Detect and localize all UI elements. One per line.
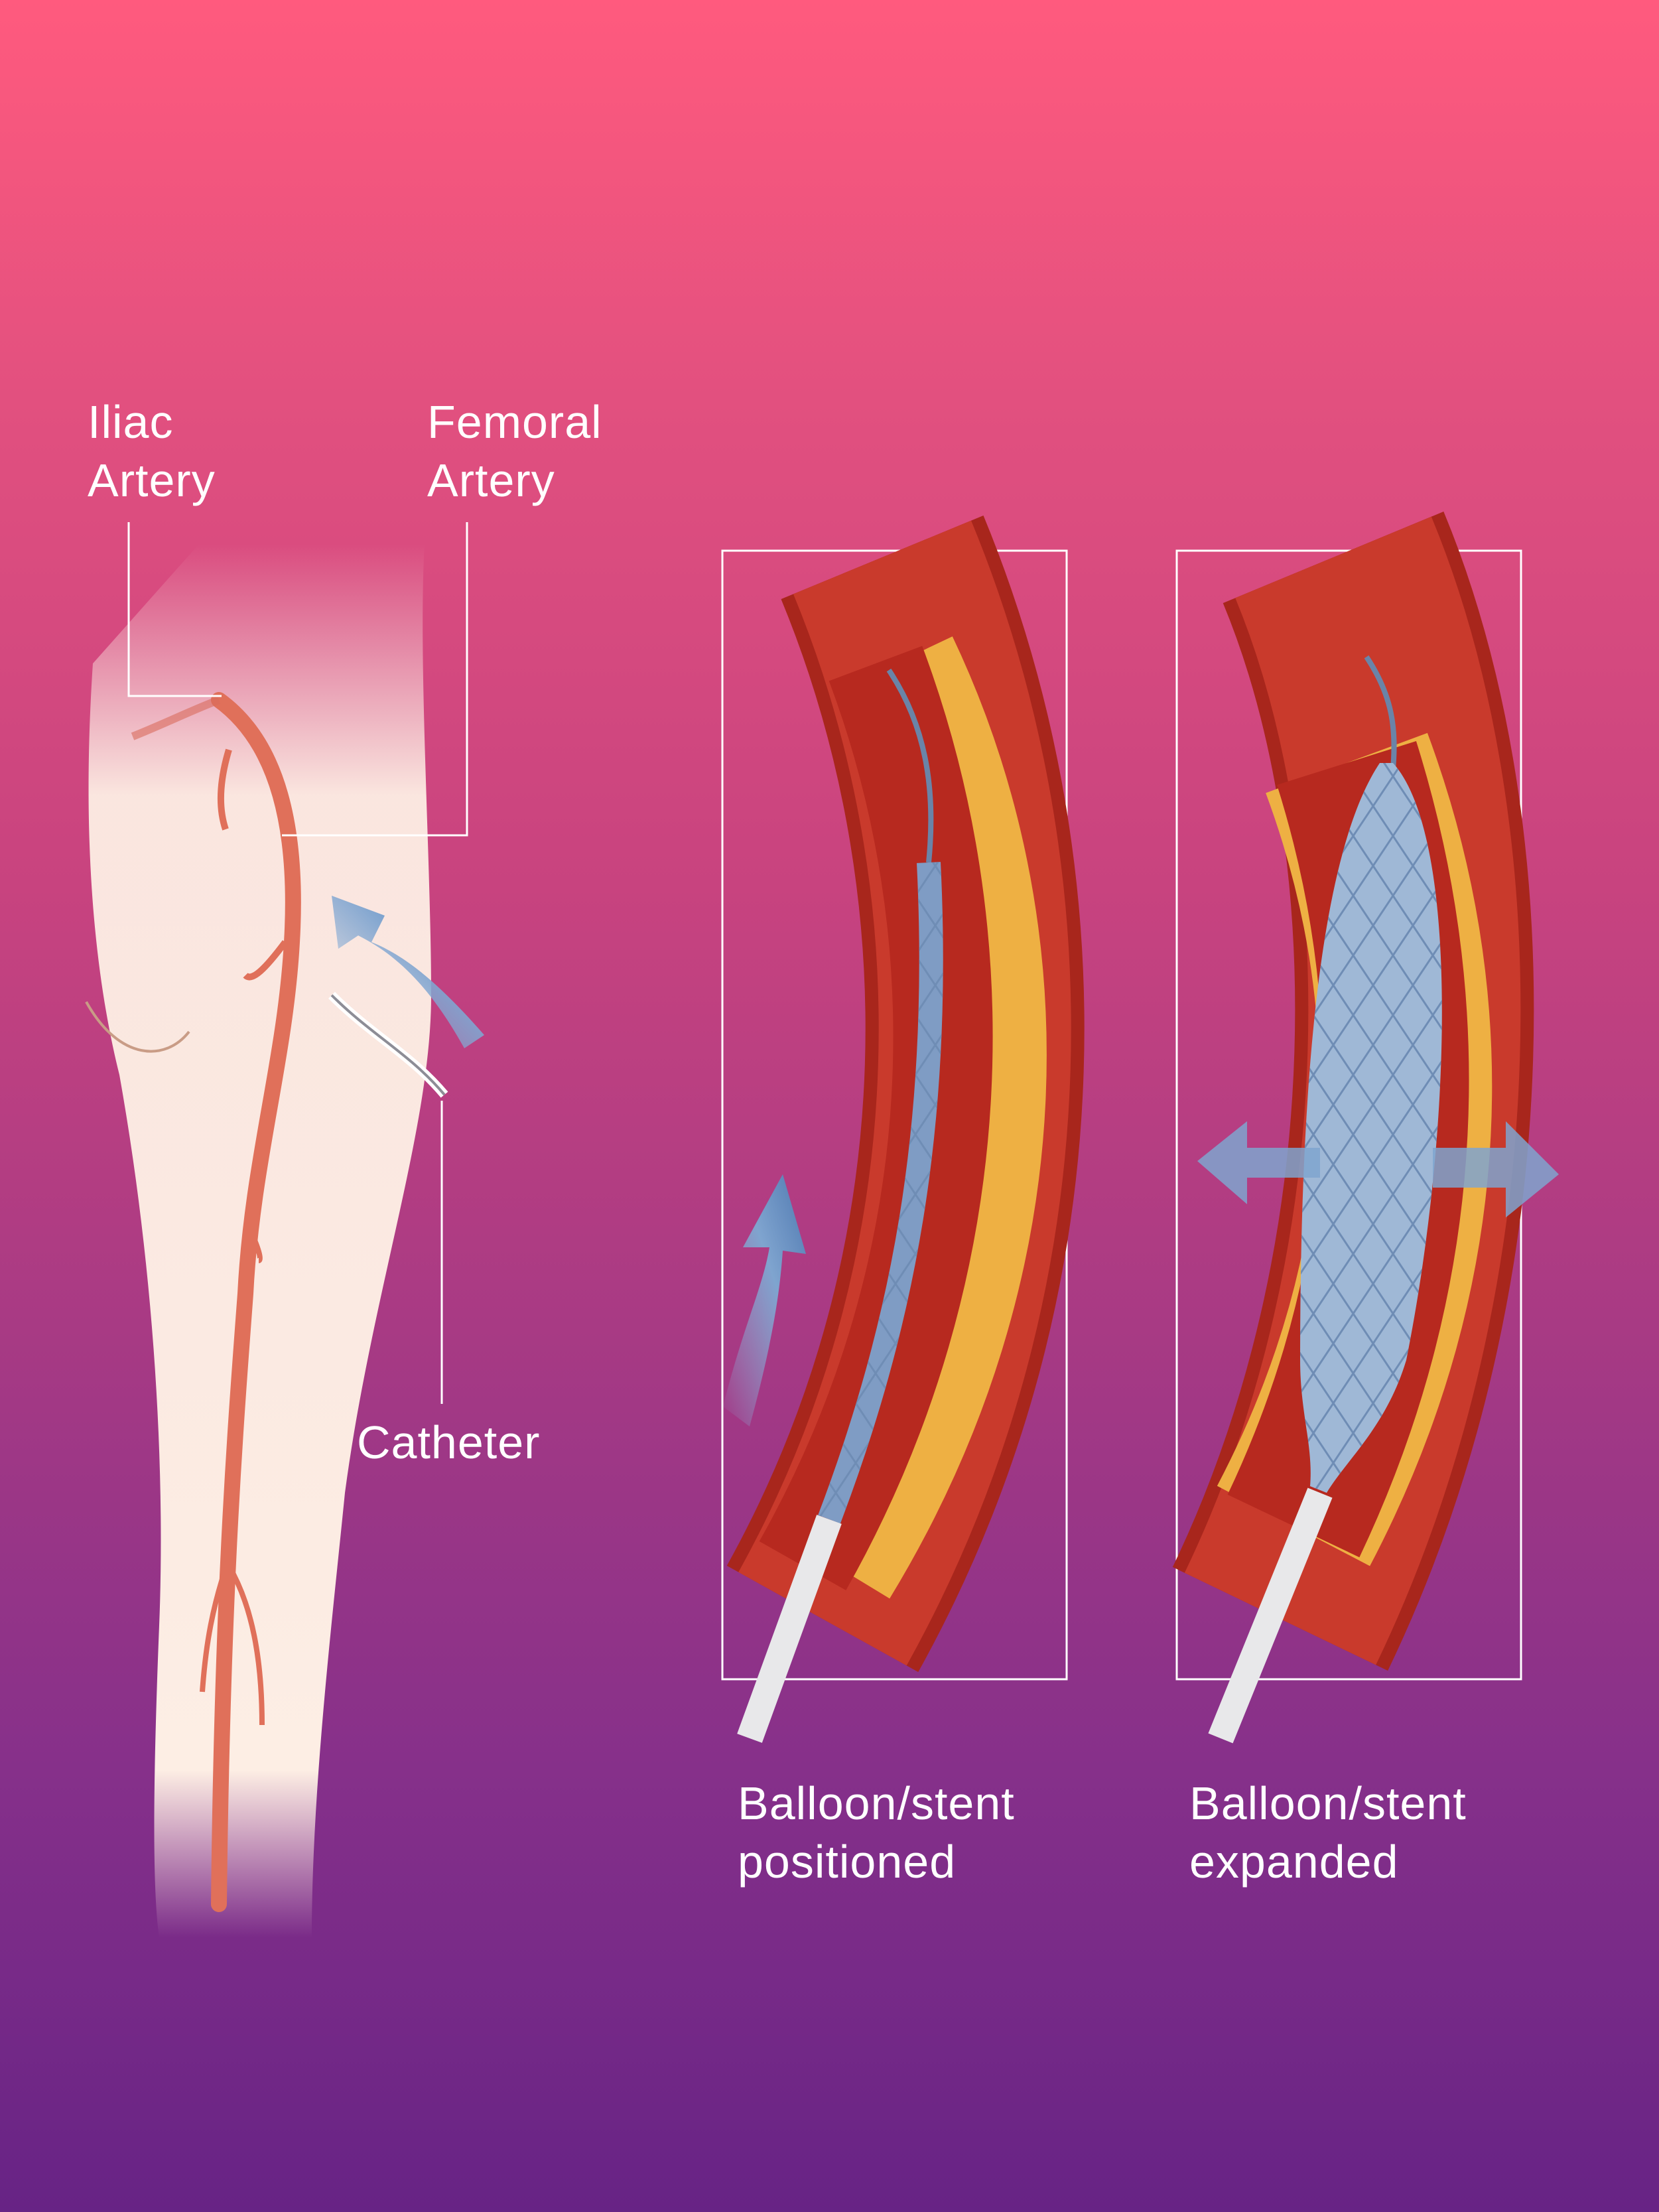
stent-expanded-mesh — [1300, 763, 1442, 1493]
catheter-tube — [1208, 1487, 1333, 1744]
leg-illustration — [85, 522, 484, 1937]
expand-arrow-left-icon — [1197, 1121, 1320, 1204]
caption-line2: expanded — [1189, 1836, 1399, 1888]
caption-line2: positioned — [738, 1836, 957, 1888]
caption-line1: Balloon/stent — [1189, 1777, 1467, 1829]
femoral-label-line2: Artery — [427, 454, 555, 506]
catheter-wire-shade — [330, 994, 446, 1096]
iliac-artery-label: Iliac Artery — [88, 393, 216, 510]
stent-collapsed-mesh — [818, 862, 943, 1524]
guidewire — [1364, 655, 1397, 770]
femoral-label-line1: Femoral — [427, 396, 602, 448]
advance-arrow-icon — [723, 1174, 806, 1426]
expand-arrow-right-icon — [1433, 1121, 1559, 1217]
artery-branch — [243, 939, 288, 981]
caption-expanded: Balloon/stent expanded — [1189, 1774, 1467, 1891]
insertion-arrow-icon — [332, 896, 484, 1048]
catheter-label: Catheter — [357, 1417, 541, 1468]
artery-branch — [246, 1226, 263, 1263]
buttock-crease — [85, 1001, 190, 1053]
artery-branch — [131, 696, 221, 740]
panel-expanded — [1172, 512, 1559, 1744]
femoral-leader-line — [282, 522, 468, 837]
iliac-label-line1: Iliac — [88, 396, 174, 448]
artery — [211, 692, 301, 1912]
catheter-tube — [737, 1515, 842, 1743]
artery-branch — [218, 748, 232, 831]
guidewire — [886, 668, 934, 863]
iliac-label-line2: Artery — [88, 454, 216, 506]
artery-branch — [200, 1558, 265, 1726]
leg-shape — [88, 544, 432, 1937]
caption-positioned: Balloon/stent positioned — [738, 1774, 1015, 1891]
femoral-artery-label: Femoral Artery — [427, 393, 602, 510]
panel-positioned — [721, 516, 1085, 1743]
caption-line1: Balloon/stent — [738, 1777, 1015, 1829]
iliac-leader-line — [127, 522, 222, 697]
